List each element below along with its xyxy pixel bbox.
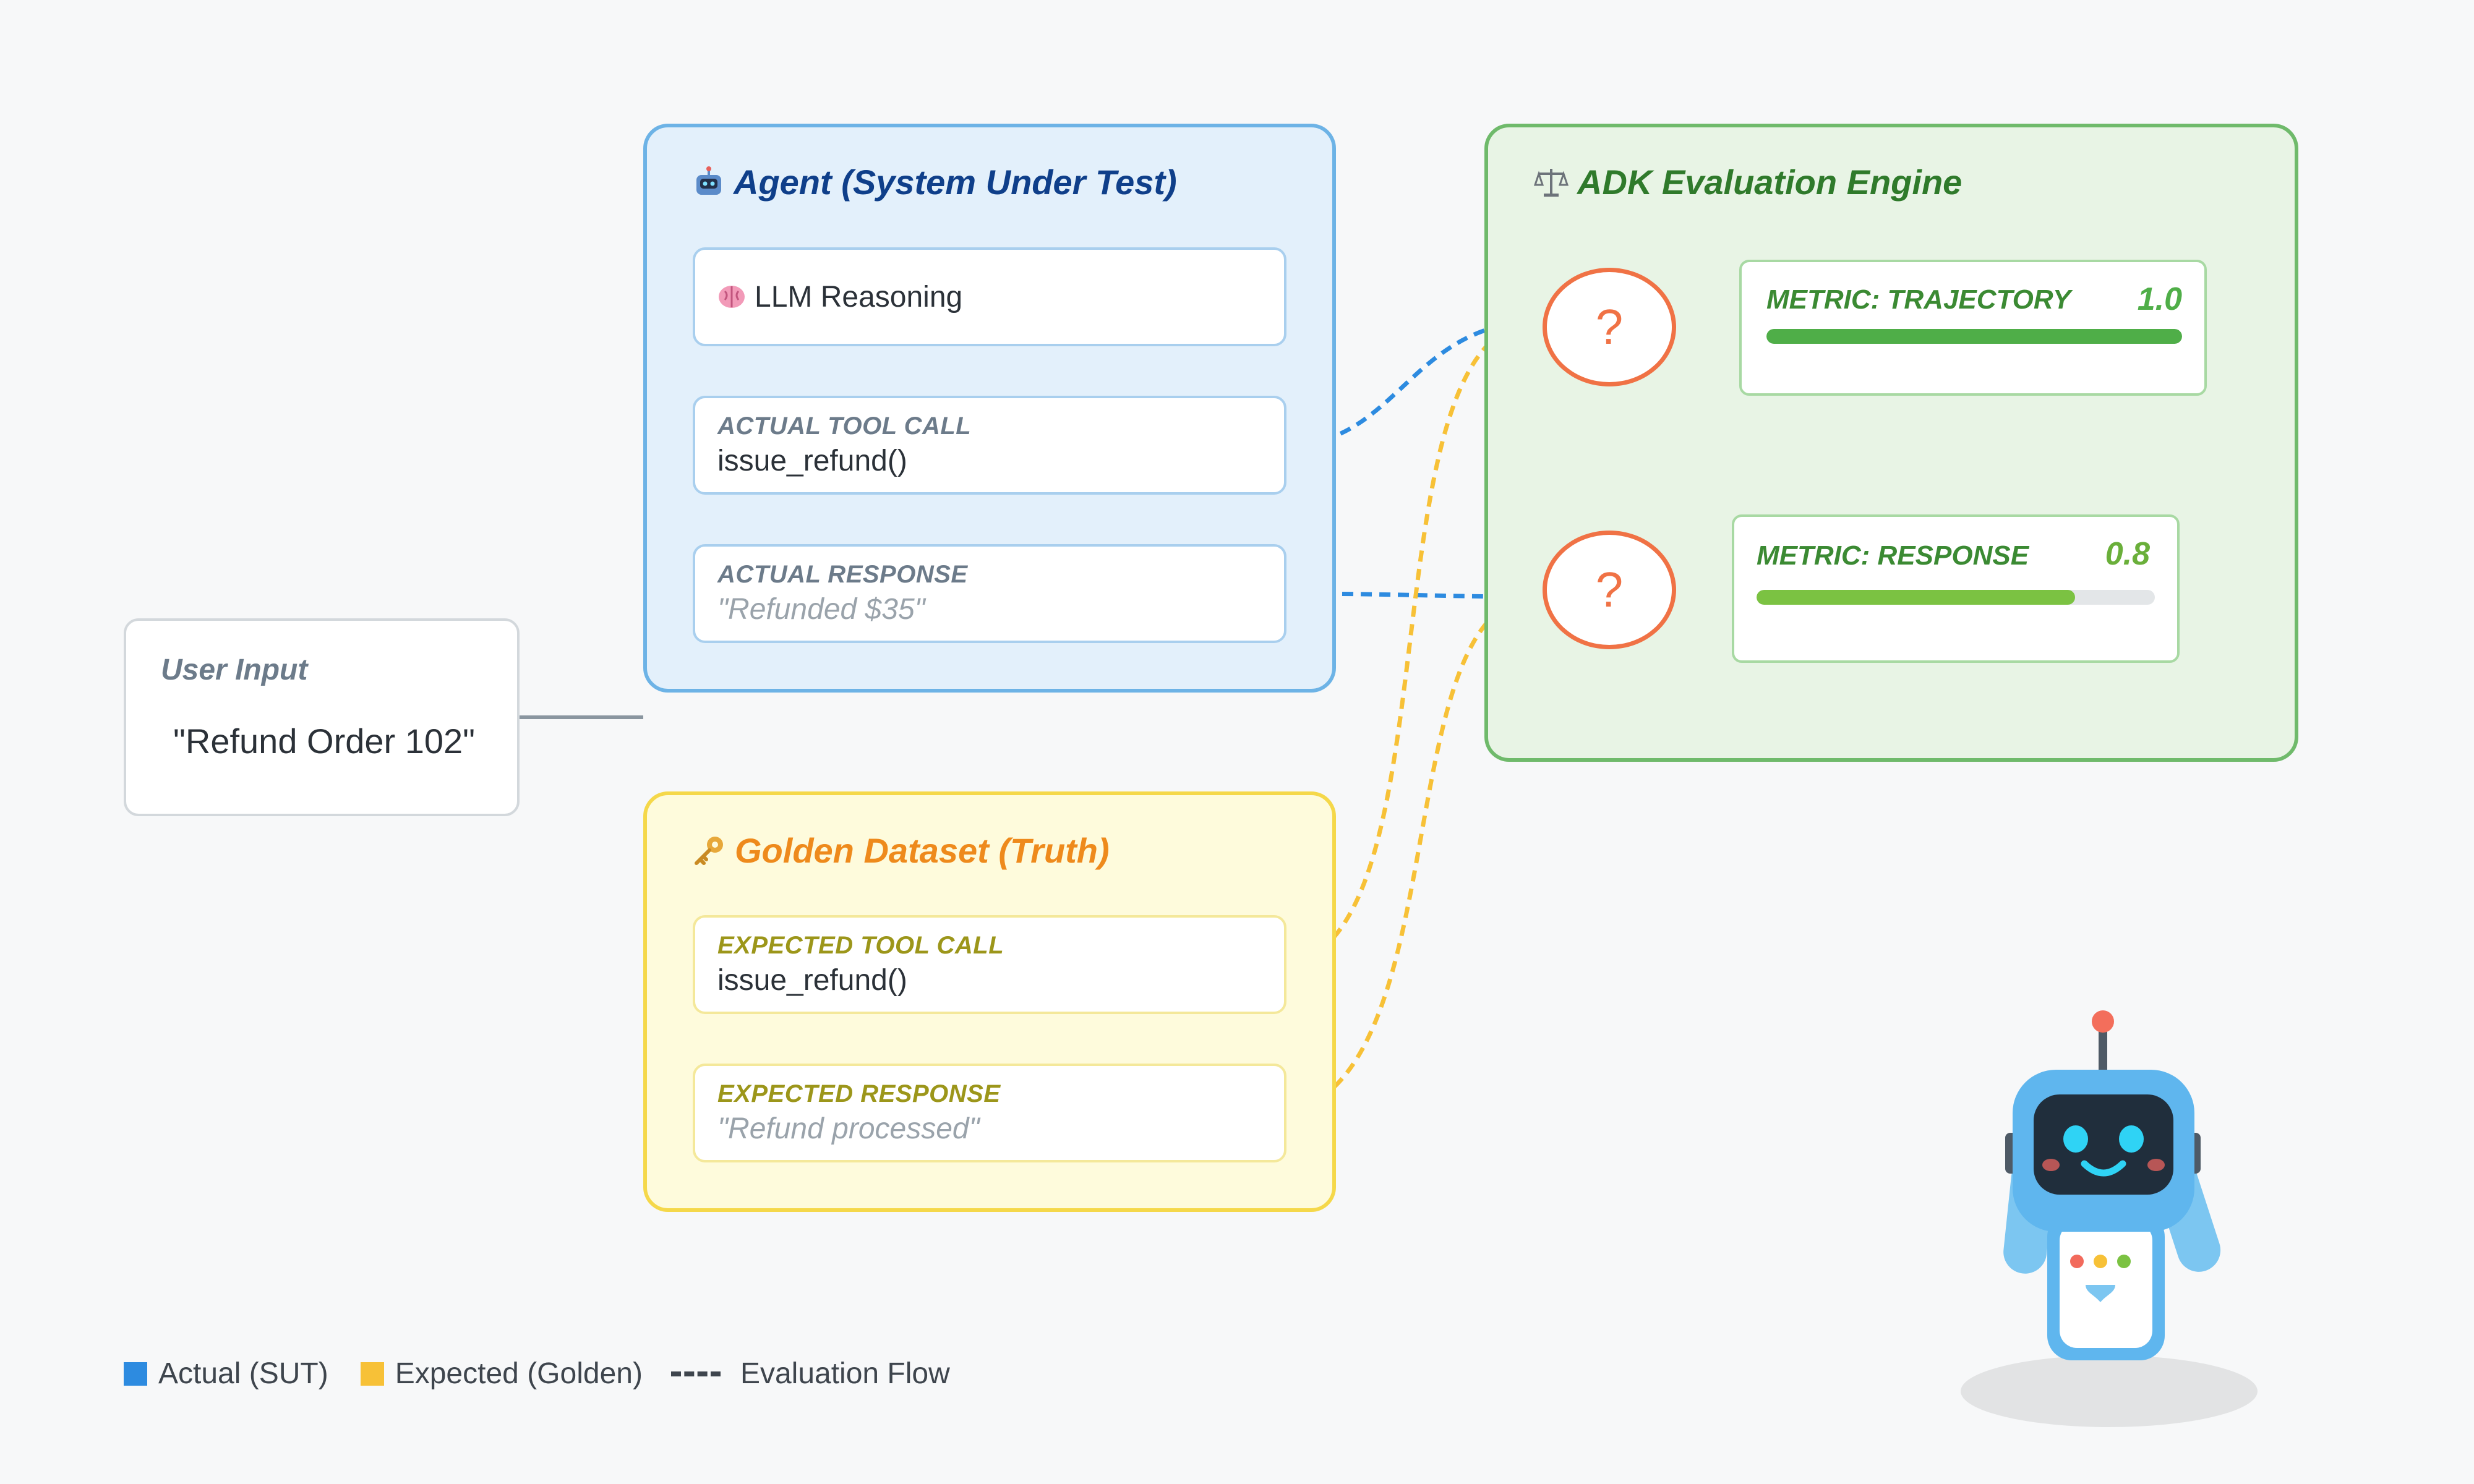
engine-panel-title: ADK Evaluation Engine (1577, 163, 1963, 202)
legend-expected-swatch (360, 1362, 384, 1386)
actual-response-label: ACTUAL RESPONSE (717, 561, 968, 588)
mascot-shadow (1961, 1355, 2258, 1427)
robot-mascot (1961, 1010, 2258, 1427)
expected-response-value: "Refund processed" (717, 1112, 980, 1145)
expected-tool-call-label: EXPECTED TOOL CALL (717, 932, 1004, 959)
brain-icon (719, 286, 745, 308)
user-input-box: User Input "Refund Order 102" (124, 618, 520, 816)
trajectory-metric-fill (1766, 329, 2182, 344)
actual-tool-call-card: ACTUAL TOOL CALL issue_refund() (693, 396, 1286, 495)
llm-reasoning-card: LLM Reasoning (693, 247, 1286, 346)
golden-panel-title: Golden Dataset (Truth) (735, 831, 1110, 870)
actual-response-value: "Refunded $35" (717, 593, 925, 626)
flow-expected-tool (1286, 319, 1541, 967)
key-icon (695, 836, 723, 865)
robot-icon (696, 166, 721, 195)
trajectory-comparator: ? (1543, 268, 1676, 386)
response-metric-bar (1757, 590, 2155, 605)
trajectory-metric-label: METRIC: TRAJECTORY (1766, 284, 2071, 315)
trajectory-metric-card: METRIC: TRAJECTORY 1.0 (1739, 260, 2207, 396)
legend-flow-swatch (670, 1371, 721, 1376)
actual-tool-call-value: issue_refund() (717, 445, 907, 477)
response-metric-value: 0.8 (2105, 536, 2150, 572)
agent-panel-title: Agent (System Under Test) (734, 163, 1177, 202)
user-input-label: User Input (161, 654, 308, 686)
scales-icon (1534, 168, 1569, 197)
user-input-value: "Refund Order 102" (173, 722, 476, 761)
legend-flow-label: Evaluation Flow (740, 1357, 950, 1390)
actual-response-card: ACTUAL RESPONSE "Refunded $35" (693, 544, 1286, 643)
response-metric-label: METRIC: RESPONSE (1757, 540, 2029, 571)
response-comparator: ? (1543, 531, 1676, 649)
legend-actual-label: Actual (SUT) (158, 1357, 328, 1390)
expected-response-label: EXPECTED RESPONSE (717, 1080, 1001, 1107)
actual-tool-call-label: ACTUAL TOOL CALL (717, 412, 972, 440)
response-metric-fill (1757, 590, 2076, 605)
evaluation-engine-panel (1484, 124, 2298, 762)
llm-reasoning-label: LLM Reasoning (755, 280, 963, 313)
legend-actual-swatch (124, 1362, 147, 1386)
legend-expected-label: Expected (Golden) (395, 1357, 643, 1390)
expected-response-card: EXPECTED RESPONSE "Refund processed" (693, 1064, 1286, 1162)
expected-tool-call-card: EXPECTED TOOL CALL issue_refund() (693, 915, 1286, 1014)
golden-panel-header: Golden Dataset (Truth) (693, 830, 1110, 871)
engine-panel-header: ADK Evaluation Engine (1534, 162, 1962, 202)
trajectory-metric-value: 1.0 (2137, 281, 2182, 317)
trajectory-metric-bar (1766, 329, 2182, 344)
legend: Actual (SUT) Expected (Golden) Evaluatio… (124, 1357, 950, 1391)
expected-tool-call-value: issue_refund() (717, 964, 907, 997)
response-metric-card: METRIC: RESPONSE 0.8 (1732, 514, 2180, 663)
agent-panel-header: Agent (System Under Test) (693, 162, 1177, 202)
